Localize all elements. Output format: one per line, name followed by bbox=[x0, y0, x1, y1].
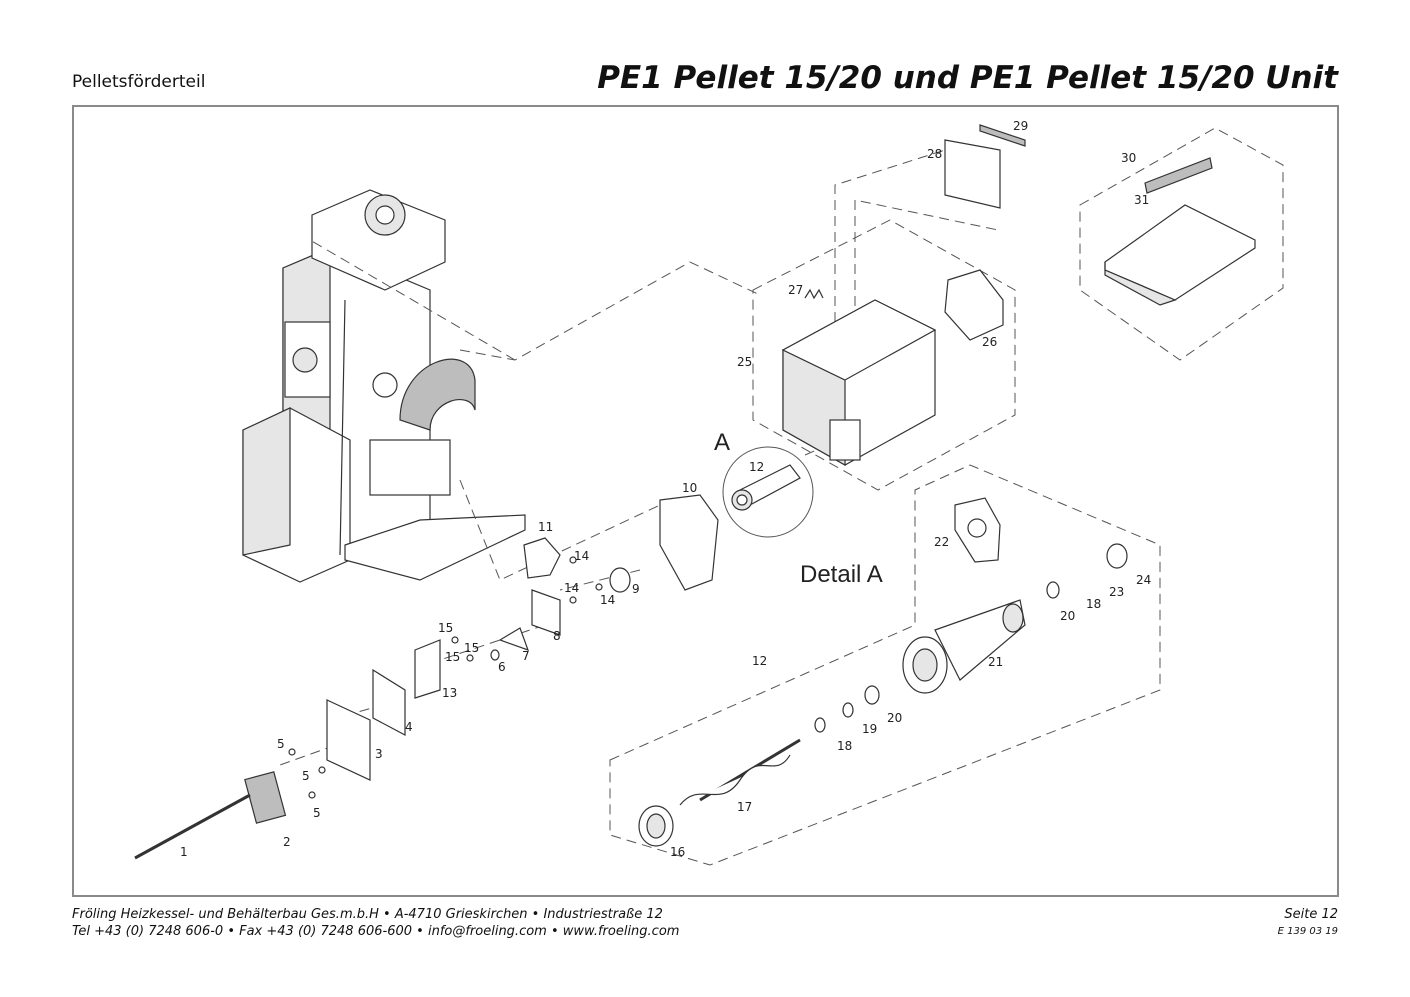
part-label-20b: 20 bbox=[1060, 609, 1075, 623]
drawing-frame bbox=[72, 105, 1339, 897]
strip-illustration bbox=[979, 124, 1026, 147]
part-label-15a: 15 bbox=[438, 621, 453, 635]
part-label-14b: 14 bbox=[564, 581, 579, 595]
detail-marker-a: A bbox=[714, 429, 730, 456]
page-number: Seite 12 bbox=[1284, 907, 1338, 922]
part-label-17: 17 bbox=[737, 800, 752, 814]
footer-contact: Fröling Heizkessel- und Behälterbau Ges.… bbox=[72, 906, 679, 940]
plate-illustration bbox=[531, 589, 561, 636]
footer-address: Fröling Heizkessel- und Behälterbau Ges.… bbox=[72, 907, 663, 922]
part-label-14a: 14 bbox=[574, 549, 589, 563]
hopper-illustration bbox=[781, 299, 937, 467]
footer-page-info: Seite 12 E 139 03 19 bbox=[1278, 906, 1338, 940]
part-label-21: 21 bbox=[988, 655, 1003, 669]
detail-a-callout bbox=[731, 464, 801, 511]
gasket-illustration bbox=[523, 537, 561, 579]
part-label-13: 13 bbox=[442, 686, 457, 700]
cover-plate-illustration bbox=[944, 139, 1001, 209]
part-label-20a: 20 bbox=[887, 711, 902, 725]
part-label-5b: 5 bbox=[302, 769, 310, 783]
section-title: Pelletsförderteil bbox=[72, 72, 206, 92]
part-label-12a: 12 bbox=[749, 460, 764, 474]
part-label-24: 24 bbox=[1136, 573, 1151, 587]
footer-contact-line: Tel +43 (0) 7248 606-0 • Fax +43 (0) 724… bbox=[72, 924, 680, 939]
part-label-23: 23 bbox=[1109, 585, 1124, 599]
part-label-8: 8 bbox=[553, 629, 561, 643]
part-label-29: 29 bbox=[1013, 119, 1028, 133]
part-label-7: 7 bbox=[522, 649, 530, 663]
part-label-1: 1 bbox=[180, 845, 188, 859]
part-label-25: 25 bbox=[737, 355, 752, 369]
part-label-15b: 15 bbox=[464, 641, 479, 655]
part-label-2: 2 bbox=[283, 835, 291, 849]
detail-a-title: Detail A bbox=[800, 561, 883, 588]
part-label-26: 26 bbox=[982, 335, 997, 349]
part-label-10: 10 bbox=[682, 481, 697, 495]
detail-a-parts bbox=[638, 497, 1128, 847]
part-label-18a: 18 bbox=[837, 739, 852, 753]
part-label-11: 11 bbox=[538, 520, 553, 534]
part-label-3: 3 bbox=[375, 747, 383, 761]
document-number: E 139 03 19 bbox=[1277, 926, 1338, 937]
part-label-27: 27 bbox=[788, 283, 803, 297]
label-strip-illustration bbox=[1144, 157, 1213, 194]
boiler-unit-illustration bbox=[242, 189, 526, 583]
part-label-12b: 12 bbox=[752, 654, 767, 668]
part-label-5c: 5 bbox=[313, 806, 321, 820]
part-label-5a: 5 bbox=[277, 737, 285, 751]
part-label-14c: 14 bbox=[600, 593, 615, 607]
part-label-9: 9 bbox=[632, 582, 640, 596]
motor-illustration bbox=[244, 771, 287, 824]
bracket-illustration bbox=[414, 639, 441, 699]
part-label-28: 28 bbox=[927, 147, 942, 161]
part-label-30: 30 bbox=[1121, 151, 1136, 165]
part-label-18b: 18 bbox=[1086, 597, 1101, 611]
document-title: PE1 Pellet 15/20 und PE1 Pellet 15/20 Un… bbox=[597, 60, 1338, 96]
part-label-15c: 15 bbox=[445, 650, 460, 664]
part-label-22: 22 bbox=[934, 535, 949, 549]
part-label-31: 31 bbox=[1134, 193, 1149, 207]
shaft-illustration bbox=[134, 793, 251, 860]
part-label-16: 16 bbox=[670, 845, 685, 859]
part-label-19: 19 bbox=[862, 722, 877, 736]
flange-illustration bbox=[659, 494, 719, 591]
part-label-6: 6 bbox=[498, 660, 506, 674]
seal-ring-illustration bbox=[944, 269, 1004, 341]
part-label-4: 4 bbox=[405, 720, 413, 734]
